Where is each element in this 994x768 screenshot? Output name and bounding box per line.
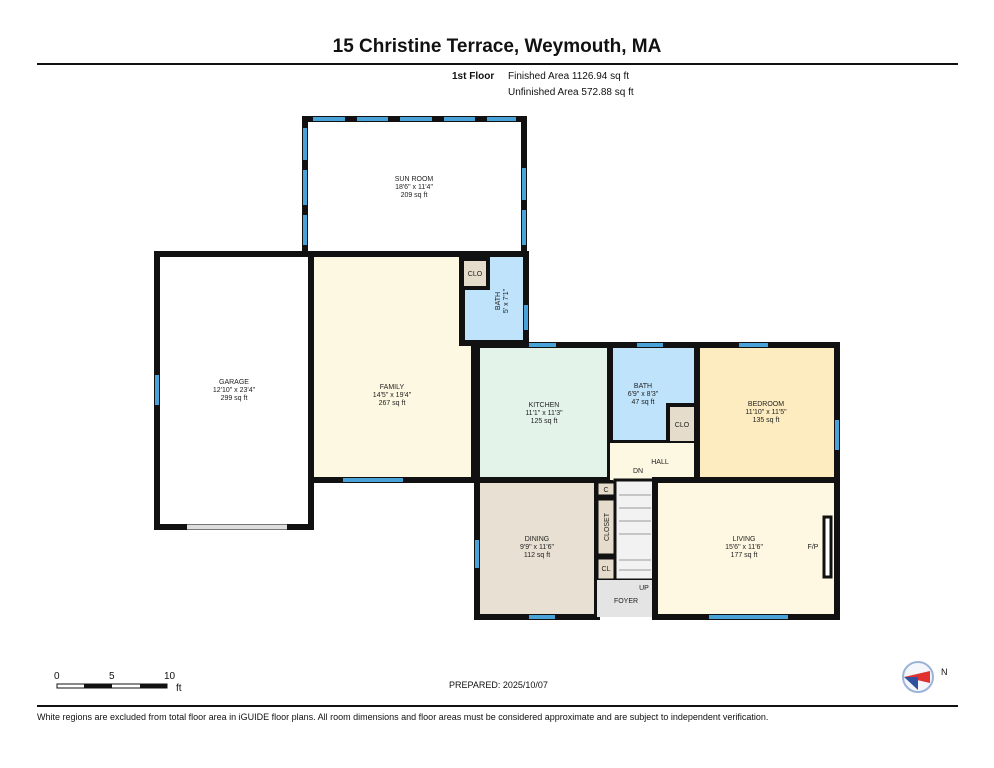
disclaimer: White regions are excluded from total fl… [37,712,769,722]
scale-unit: ft [176,683,182,694]
dining-name: DINING [525,536,550,543]
prepared-date: PREPARED: 2025/10/07 [449,680,548,690]
living-dims: 15'6" x 11'6" [725,544,763,551]
bath1-dims: 5' x 7'1" [503,288,510,313]
dining-area: 112 sq ft [524,552,550,559]
family-dims: 14'5" x 19'4" [373,392,412,399]
sunroom-dims: 18'6" x 11'4" [395,184,433,191]
compass-icon: N [902,661,948,693]
sunroom-name: SUN ROOM [395,176,434,183]
room-clo1 [460,257,490,290]
hall-name: HALL [651,459,669,466]
room-bedroom [694,342,840,483]
sunroom-area: 209 sq ft [401,192,428,199]
cl-name: CL [602,566,611,573]
kitchen-name: KITCHEN [529,402,560,409]
compass-north: N [941,667,948,677]
bath1-name: BATH [495,292,502,310]
closet-name: CLOSET [604,512,611,541]
clo2-name: CLO [675,422,690,429]
scale-10: 10 [164,671,176,682]
windows [155,117,839,619]
living-area: 177 sq ft [731,552,758,559]
clo1-name: CLO [468,271,483,278]
bath2-dims: 6'9" x 8'3" [628,391,659,398]
foyer-name: FOYER [614,598,638,605]
family-area: 267 sq ft [379,400,406,407]
room-hall [610,443,697,480]
room-family [308,251,477,483]
room-living [652,477,840,620]
divider-bottom [37,705,958,707]
room-garage [154,251,314,530]
floor-name: 1st Floor [452,71,495,82]
bedroom-area: 135 sq ft [753,417,780,424]
scale-bar [56,683,168,689]
unfinished-area: Unfinished Area 572.88 sq ft [508,87,634,98]
garage-area: 299 sq ft [221,395,248,402]
finished-area: Finished Area 1126.94 sq ft [508,71,630,82]
bedroom-name: BEDROOM [748,401,784,408]
garage-name: GARAGE [219,379,249,386]
c-name: C [603,487,608,494]
bath2-area: 47 sq ft [632,399,655,406]
fireplace-label: F/P [808,544,819,551]
stairs-up-label: UP [639,585,649,592]
fireplace [822,515,833,579]
kitchen-dims: 11'1" x 11'3" [525,410,563,417]
room-sunroom [302,116,527,257]
page-title: 15 Christine Terrace, Weymouth, MA [332,36,662,57]
garage-dims: 12'10" x 23'4" [213,387,256,394]
dining-dims: 9'9" x 11'6" [520,544,554,551]
bath2-name: BATH [634,383,652,390]
divider [37,63,958,65]
family-name: FAMILY [380,384,405,391]
scale-0: 0 [54,671,60,682]
stairs-down-label: DN [633,468,643,475]
room-foyer [597,580,655,617]
living-name: LIVING [733,536,756,543]
scale-5: 5 [109,671,115,682]
kitchen-area: 125 sq ft [531,418,558,425]
bedroom-dims: 11'10" x 11'5" [745,409,787,416]
